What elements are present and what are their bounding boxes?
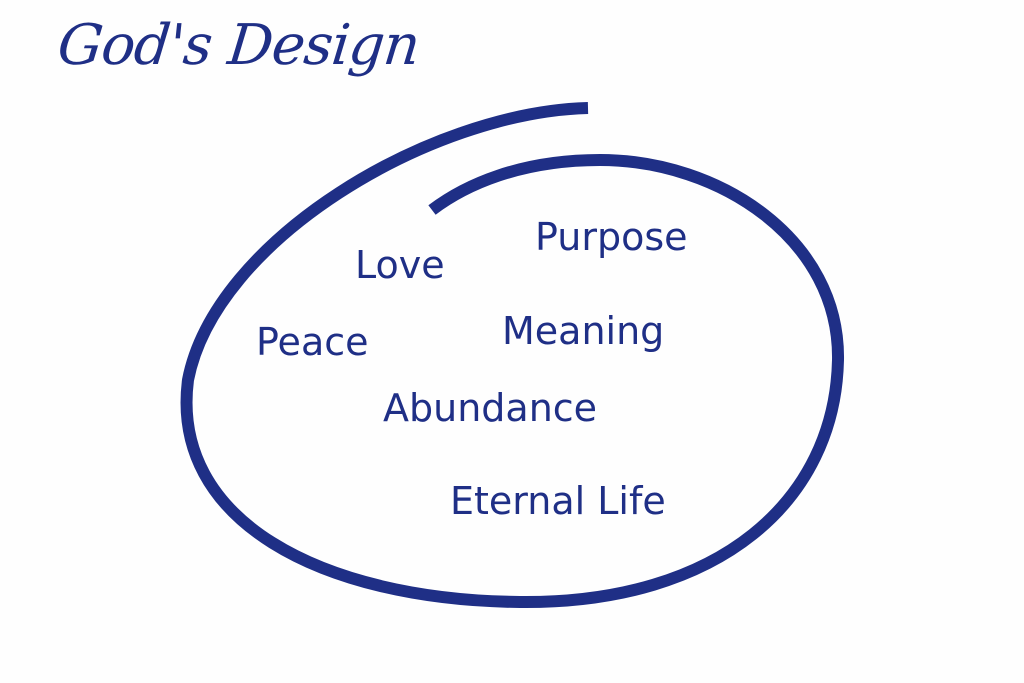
word-meaning: Meaning <box>502 309 665 353</box>
spiral-stroke <box>180 102 845 609</box>
word-abundance: Abundance <box>383 386 598 430</box>
word-eternal-life: Eternal Life <box>450 479 666 523</box>
word-peace: Peace <box>256 320 369 364</box>
word-love: Love <box>355 243 445 287</box>
word-purpose: Purpose <box>535 215 688 259</box>
